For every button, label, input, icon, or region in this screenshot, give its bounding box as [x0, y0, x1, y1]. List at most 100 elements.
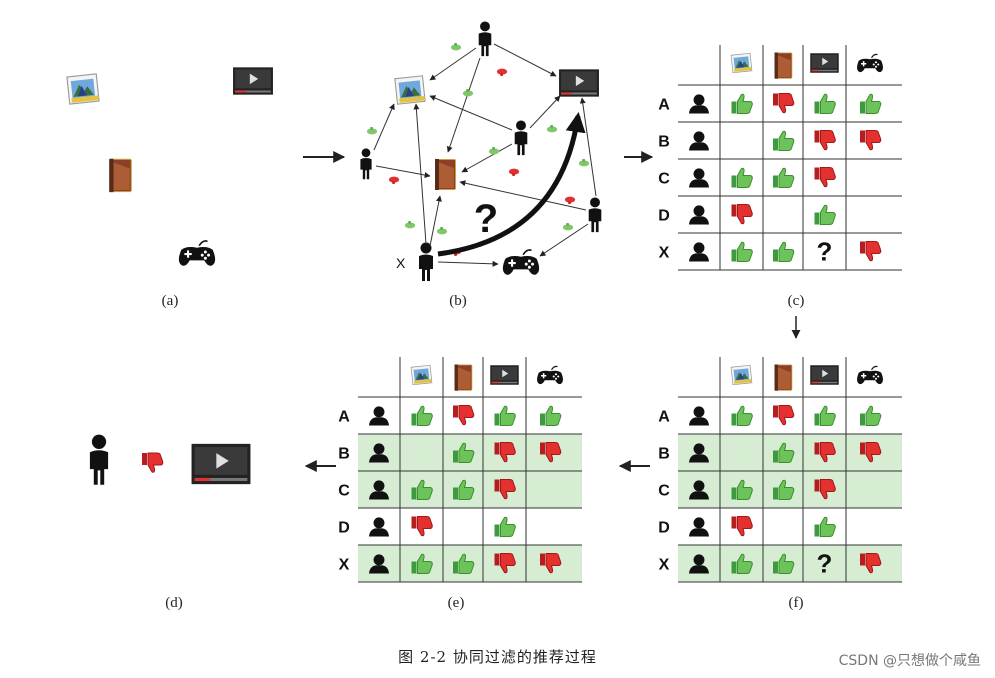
- user-x-icon: [89, 434, 109, 485]
- row-label: A: [658, 97, 670, 114]
- book-icon: [774, 52, 793, 79]
- rating-table-e: A B C D X: [338, 357, 582, 583]
- picture-icon: [410, 364, 433, 386]
- dislike-icon: [814, 167, 836, 188]
- picture-icon: [394, 75, 426, 105]
- gamepad-icon: [502, 249, 540, 276]
- video-icon: [490, 365, 519, 385]
- user-icon: [689, 406, 709, 426]
- picture-icon: [730, 364, 753, 386]
- user-icon: [369, 406, 389, 426]
- user-icon: [689, 168, 709, 188]
- row-label: D: [338, 520, 350, 537]
- dislike-icon: [814, 130, 836, 151]
- like-icon: [539, 405, 562, 426]
- user-icon: [478, 21, 492, 57]
- like-icon: [494, 405, 516, 426]
- row-label: X: [339, 557, 350, 574]
- row-label: C: [658, 483, 670, 500]
- gamepad-icon: [856, 53, 884, 73]
- like-icon: [731, 405, 753, 426]
- book-icon: [435, 159, 456, 190]
- like-icon: [731, 241, 753, 262]
- dislike-icon: [859, 241, 882, 262]
- like-icon: [731, 93, 753, 114]
- row-label: D: [658, 520, 670, 537]
- panel-d-label: (d): [165, 595, 183, 611]
- like-icon: [366, 127, 378, 135]
- user-icon: [689, 94, 709, 114]
- unknown-rating: ?: [817, 549, 833, 579]
- like-icon: [546, 125, 558, 133]
- panel-d: (d): [89, 434, 251, 611]
- video-icon: [559, 69, 599, 97]
- like-icon: [772, 241, 795, 262]
- like-icon: [814, 204, 836, 225]
- like-icon: [562, 223, 574, 231]
- like-icon: [578, 159, 590, 167]
- like-icon: [436, 227, 448, 235]
- like-icon: [814, 405, 836, 426]
- row-label: D: [658, 208, 670, 225]
- unknown-rating: ?: [817, 237, 833, 267]
- panel-b-label: (b): [449, 293, 467, 309]
- like-icon: [411, 405, 433, 426]
- dislike-icon: [859, 130, 882, 151]
- watermark: CSDN @只想做个咸鱼: [838, 653, 981, 669]
- panel-a: (a): [66, 67, 273, 309]
- video-icon: [191, 443, 251, 485]
- dislike-icon: [496, 68, 508, 76]
- dislike-icon: [141, 452, 164, 473]
- user-x-label: X: [396, 255, 406, 271]
- like-icon: [731, 167, 753, 188]
- panel-a-label: (a): [162, 293, 179, 309]
- book-icon: [109, 158, 132, 193]
- user-icon: [689, 242, 709, 262]
- picture-icon: [66, 73, 100, 105]
- user-icon: [689, 131, 709, 151]
- like-icon: [859, 405, 882, 426]
- panel-e-label: (e): [448, 595, 465, 611]
- row-label: A: [658, 409, 670, 426]
- book-icon: [774, 364, 793, 391]
- interaction-arrows: [373, 43, 597, 267]
- row-label: B: [338, 446, 350, 463]
- user-icon: [689, 205, 709, 225]
- prediction-arrow: [437, 112, 586, 257]
- panel-c-label: (c): [788, 293, 805, 309]
- row-label: X: [659, 245, 670, 262]
- dislike-icon: [388, 176, 400, 184]
- video-icon: [810, 53, 839, 73]
- book-icon: [454, 364, 473, 391]
- like-icon: [772, 130, 795, 151]
- like-icon: [859, 93, 882, 114]
- gamepad-icon: [178, 240, 216, 267]
- user-x-icon: [419, 242, 433, 281]
- dislike-icon: [452, 405, 475, 426]
- dislike-icon: [564, 196, 576, 204]
- video-icon: [233, 67, 273, 95]
- gamepad-icon: [536, 365, 564, 385]
- dislike-icon: [772, 405, 795, 426]
- question-mark: ?: [474, 197, 498, 241]
- like-icon: [462, 89, 474, 97]
- user-icon: [689, 517, 709, 537]
- row-label: B: [658, 446, 670, 463]
- user-icon: [360, 148, 372, 180]
- dislike-icon: [772, 93, 795, 114]
- row-label: C: [658, 171, 670, 188]
- dislike-icon: [411, 516, 433, 537]
- picture-icon: [730, 52, 753, 74]
- like-icon: [404, 221, 416, 229]
- dislike-icon: [508, 168, 520, 176]
- row-label: A: [338, 409, 350, 426]
- like-icon: [488, 147, 500, 155]
- dislike-icon: [731, 204, 753, 225]
- row-label: C: [338, 483, 350, 500]
- panel-b: X: [360, 21, 602, 309]
- video-icon: [810, 365, 839, 385]
- like-icon: [814, 516, 836, 537]
